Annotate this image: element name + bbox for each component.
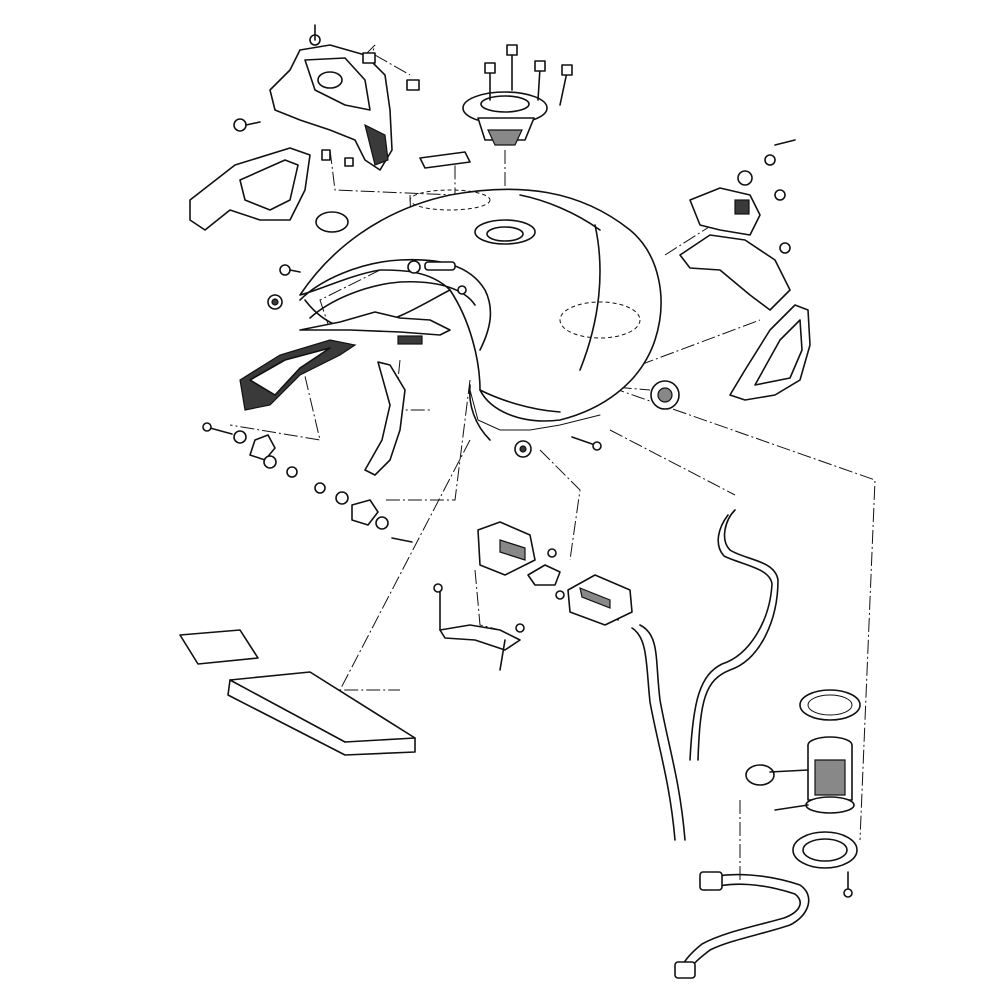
left-fasteners — [202, 264, 413, 543]
side-stay — [239, 339, 406, 476]
front-tank-cover — [233, 24, 420, 171]
fuel-cap-assembly — [462, 44, 573, 146]
canister — [527, 548, 633, 626]
rear-bracket — [679, 139, 796, 311]
left-side-cover — [189, 147, 349, 233]
breather-hose — [689, 509, 779, 761]
left-tank-rail — [299, 258, 492, 351]
fuel-pump-plate — [792, 831, 858, 898]
fuel-pump-gasket — [799, 689, 861, 721]
emblem — [419, 151, 471, 169]
fuel-feed-hose — [674, 871, 810, 979]
mounting-bracket — [433, 583, 525, 671]
cap-bolts — [484, 44, 573, 106]
fuel-gauge-cap — [650, 380, 680, 410]
leader-lines — [229, 44, 876, 880]
tank-mount-grommet — [514, 436, 602, 458]
seat-pad-large — [227, 671, 416, 756]
right-side-cover — [729, 304, 811, 401]
drain-hose — [631, 624, 686, 841]
seat-pad-small — [179, 629, 259, 665]
fuel-level-sender — [745, 764, 809, 786]
fuel-pump-assembly — [774, 736, 855, 814]
relay-box — [477, 521, 536, 576]
fuel-tank — [299, 188, 662, 441]
